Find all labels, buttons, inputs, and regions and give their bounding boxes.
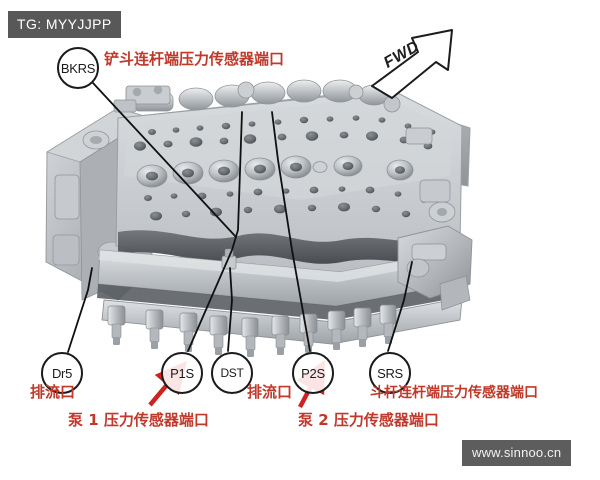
tag-badge: TG: MYYJJPP [8, 11, 121, 38]
forward-arrow-icon [371, 29, 453, 99]
bolt-hole-field-upper [134, 115, 436, 151]
annotation-p2s: 泵 2 压力传感器端口 [298, 411, 439, 429]
right-end-section [397, 127, 473, 311]
callout-dr5-code: Dr5 [51, 365, 73, 381]
annotation-bkrs: 铲斗连杆端压力传感器端口 [104, 50, 285, 68]
leader-p1s [187, 111, 243, 352]
callout-srs[interactable]: SRS [369, 352, 411, 394]
callout-dr5[interactable]: Dr5 [41, 352, 83, 394]
leader-p2s [271, 111, 311, 352]
callout-dst-code: DST [220, 366, 244, 380]
annotation-dst: 排流口 [247, 383, 293, 401]
annotation-p1s: 泵 1 压力传感器端口 [68, 411, 209, 429]
bolt-hole-field-lower [144, 186, 428, 221]
callout-dst[interactable]: DST [211, 352, 253, 394]
site-watermark: www.sinnoo.cn [462, 440, 572, 466]
leader-srs [387, 261, 413, 352]
leader-bkrs [92, 82, 237, 238]
annotation-srs: 斗杆连杆端压力传感器端口 [370, 385, 538, 401]
callout-p1s[interactable]: P1S [161, 352, 203, 394]
leader-dst [227, 267, 233, 352]
leader-dr5 [67, 267, 93, 353]
annotation-dr5: 排流口 [30, 383, 76, 401]
port-boss-row [136, 155, 414, 188]
callout-srs-code: SRS [377, 365, 403, 381]
callout-bkrs-code: BKRS [60, 60, 96, 76]
callout-p2s[interactable]: P2S [292, 352, 334, 394]
callout-bkrs[interactable]: BKRS [57, 47, 99, 89]
top-accessory-block [113, 85, 171, 113]
callout-p2s-code: P2S [301, 365, 325, 381]
leader-lines [67, 82, 413, 353]
callout-p1s-code: P1S [170, 365, 194, 381]
main-control-valve-assembly [45, 79, 473, 357]
